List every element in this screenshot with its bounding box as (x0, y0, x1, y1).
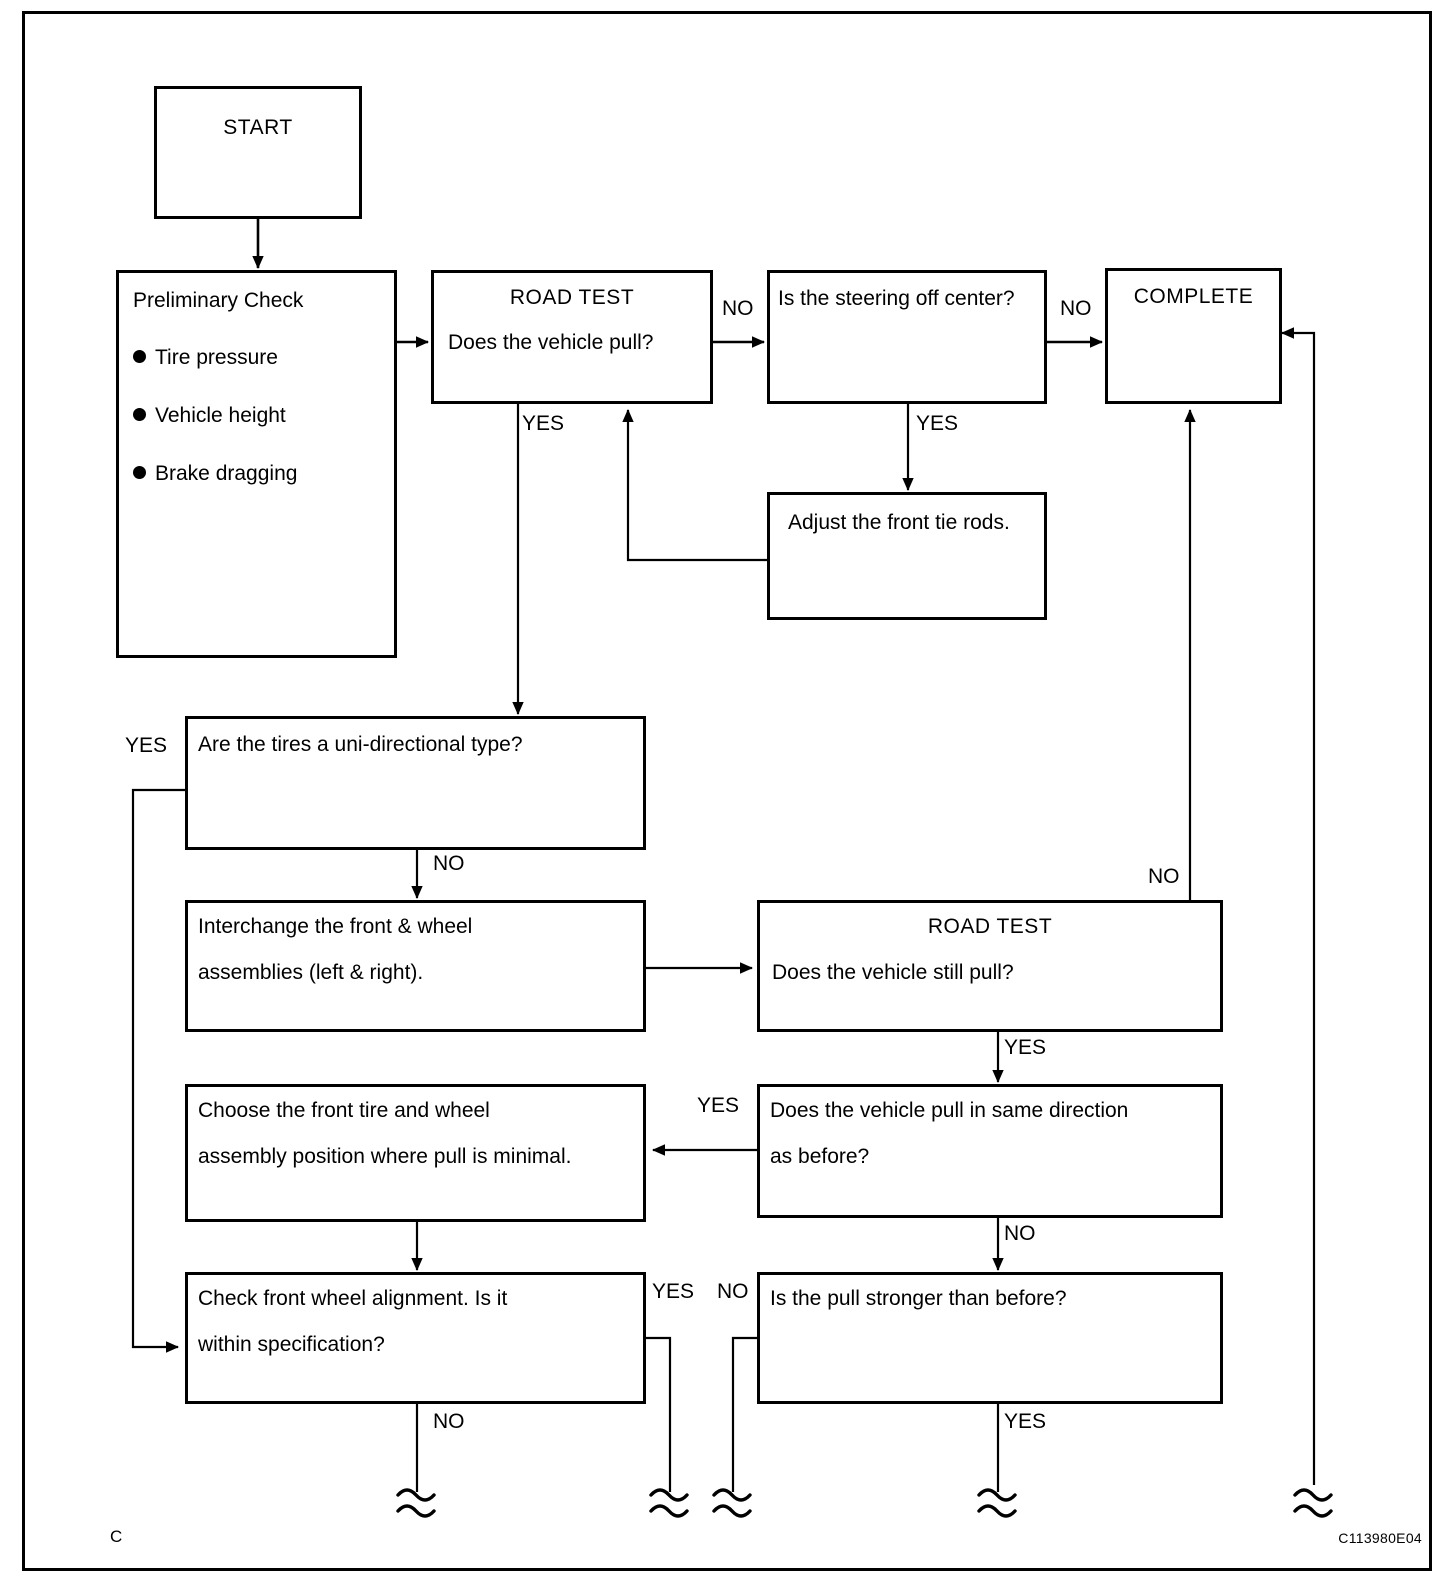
edge-label-uni-yes: YES (125, 734, 168, 757)
preliminary-check-title: Preliminary Check (133, 289, 304, 312)
bullet-icon (133, 407, 146, 421)
preliminary-item-brake-dragging: Brake dragging (133, 462, 297, 486)
edge-label-road2-yes: YES (1004, 1036, 1047, 1059)
same-direction-line-2: as before? (770, 1145, 870, 1168)
edge-label-pull-stronger-yes: YES (1004, 1410, 1047, 1433)
corner-label: C (110, 1527, 123, 1546)
node-road-test-1[interactable]: ROAD TEST Does the vehicle pull? (431, 270, 713, 404)
edge-label-steering-yes: YES (916, 412, 959, 435)
edge-label-pull-stronger-no: NO (717, 1280, 749, 1303)
start-label: START (223, 116, 293, 139)
edge-label-check-align-no: NO (433, 1410, 465, 1433)
node-road-test-2[interactable]: ROAD TEST Does the vehicle still pull? (757, 900, 1223, 1032)
check-alignment-line-1: Check front wheel alignment. Is it (198, 1287, 508, 1310)
edge-label-same-dir-no: NO (1004, 1222, 1036, 1245)
preliminary-item-vehicle-height: Vehicle height (133, 404, 286, 428)
interchange-line-2: assemblies (left & right). (198, 961, 424, 984)
node-uni-directional[interactable]: Are the tires a uni-directional type? (185, 716, 646, 850)
choose-position-line-1: Choose the front tire and wheel (198, 1099, 490, 1122)
complete-label: COMPLETE (1133, 285, 1254, 308)
page-frame-border (22, 11, 1432, 1571)
adjust-tie-rods-text: Adjust the front tie rods. (788, 511, 1010, 534)
node-check-alignment[interactable]: Check front wheel alignment. Is it withi… (185, 1272, 646, 1404)
node-steering-off-center[interactable]: Is the steering off center? (767, 270, 1047, 404)
road-test-1-question: Does the vehicle pull? (448, 331, 654, 354)
node-preliminary-check[interactable]: Preliminary Check Tire pressure Vehicle … (116, 270, 397, 658)
node-pull-stronger[interactable]: Is the pull stronger than before? (757, 1272, 1223, 1404)
check-alignment-line-2: within specification? (198, 1333, 385, 1356)
same-direction-line-1: Does the vehicle pull in same direction (770, 1099, 1129, 1122)
bullet-icon (133, 465, 146, 479)
node-complete[interactable]: COMPLETE (1105, 268, 1282, 404)
edge-label-same-dir-yes: YES (697, 1094, 740, 1117)
steering-off-center-question: Is the steering off center? (778, 287, 1015, 310)
interchange-line-1: Interchange the front & wheel (198, 915, 473, 938)
bullet-icon (133, 349, 146, 363)
preliminary-item-label: Brake dragging (155, 462, 298, 485)
preliminary-item-tire-pressure: Tire pressure (133, 346, 278, 370)
edge-label-road1-yes: YES (522, 412, 565, 435)
preliminary-item-label: Tire pressure (155, 346, 278, 369)
node-same-direction[interactable]: Does the vehicle pull in same direction … (757, 1084, 1223, 1218)
edge-label-road2-no: NO (1148, 865, 1180, 888)
node-adjust-tie-rods[interactable]: Adjust the front tie rods. (767, 492, 1047, 620)
road-test-2-question: Does the vehicle still pull? (772, 961, 1014, 984)
choose-position-line-2: assembly position where pull is minimal. (198, 1145, 572, 1168)
preliminary-item-label: Vehicle height (155, 404, 286, 427)
edge-label-check-align-yes: YES (652, 1280, 695, 1303)
node-interchange[interactable]: Interchange the front & wheel assemblies… (185, 900, 646, 1032)
edge-label-uni-no: NO (433, 852, 465, 875)
figure-code: C113980E04 (1338, 1530, 1422, 1546)
pull-stronger-question: Is the pull stronger than before? (770, 1287, 1067, 1310)
node-choose-position[interactable]: Choose the front tire and wheel assembly… (185, 1084, 646, 1222)
edge-label-road1-to-steering: NO (722, 297, 754, 320)
road-test-2-title: ROAD TEST (927, 915, 1053, 938)
road-test-1-title: ROAD TEST (509, 286, 635, 309)
uni-directional-question: Are the tires a uni-directional type? (198, 733, 523, 756)
edge-label-steering-to-complete: NO (1060, 297, 1092, 320)
node-start[interactable]: START (154, 86, 362, 219)
